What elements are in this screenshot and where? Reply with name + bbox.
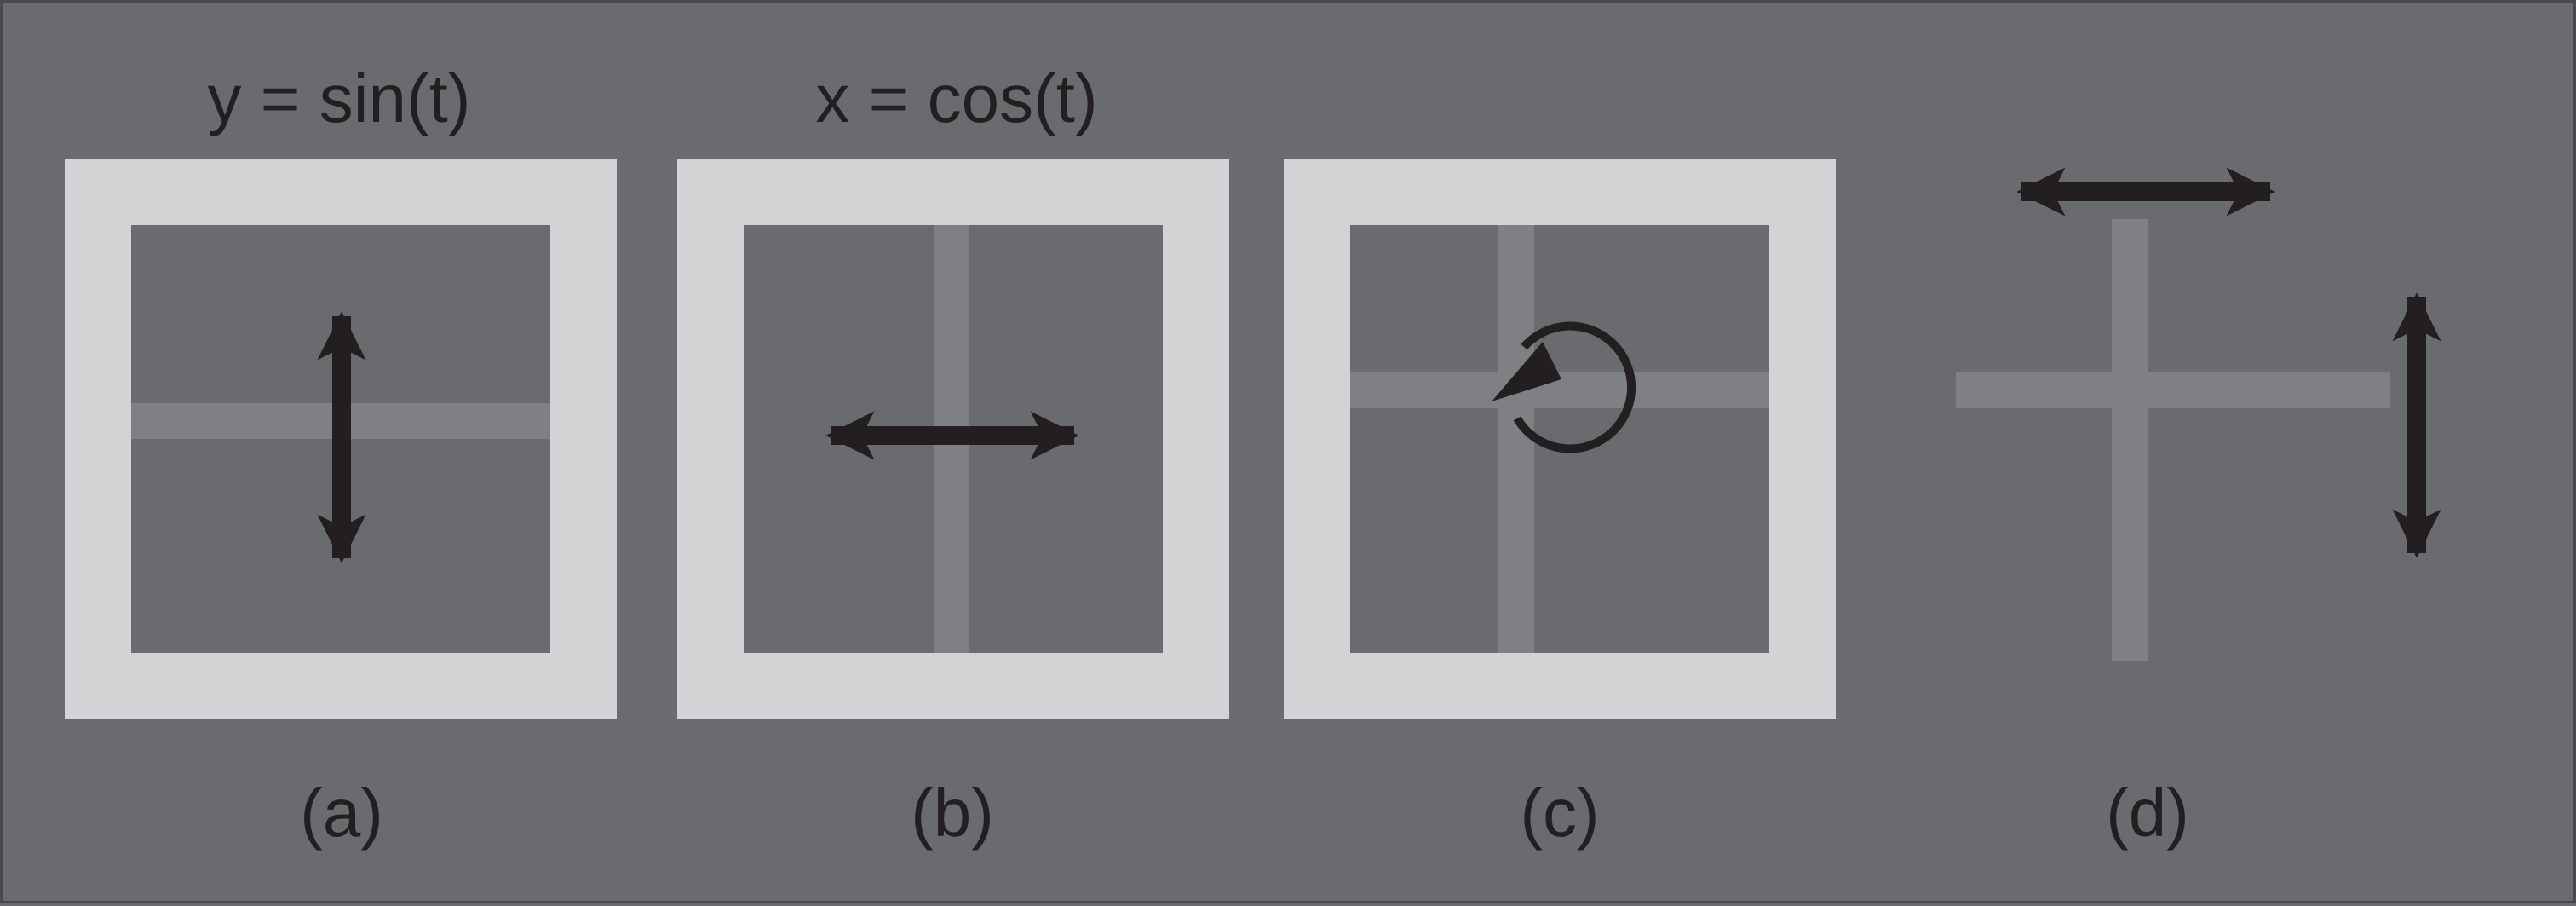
- panel-a: (a): [65, 159, 617, 851]
- panel-c-rotation-arrowhead-icon: [1492, 342, 1561, 401]
- equation-cos: x = cos(t): [815, 61, 1097, 136]
- panel-b-frame: [677, 159, 1229, 719]
- panel-c-frame: [1284, 159, 1836, 719]
- panel-c-label: (c): [1520, 775, 1599, 851]
- panel-c-vertical-line: [1498, 225, 1534, 653]
- panel-c-rotation-arc: [1513, 321, 1636, 453]
- panel-a-frame: [65, 159, 617, 719]
- panel-d-horizontal-line: [1956, 372, 2390, 408]
- panel-a-label: (a): [300, 775, 383, 851]
- diagram-canvas: y = sin(t) x = cos(t) (a) (b) (c) (d): [65, 61, 2441, 851]
- equation-sin: y = sin(t): [208, 61, 471, 136]
- panel-d-label: (d): [2106, 775, 2189, 851]
- panel-b: (b): [677, 159, 1229, 851]
- panel-d: (d): [1956, 167, 2441, 851]
- panel-d-vertical-line: [2112, 219, 2148, 661]
- panel-b-label: (b): [911, 775, 994, 851]
- panel-c: (c): [1284, 159, 1836, 851]
